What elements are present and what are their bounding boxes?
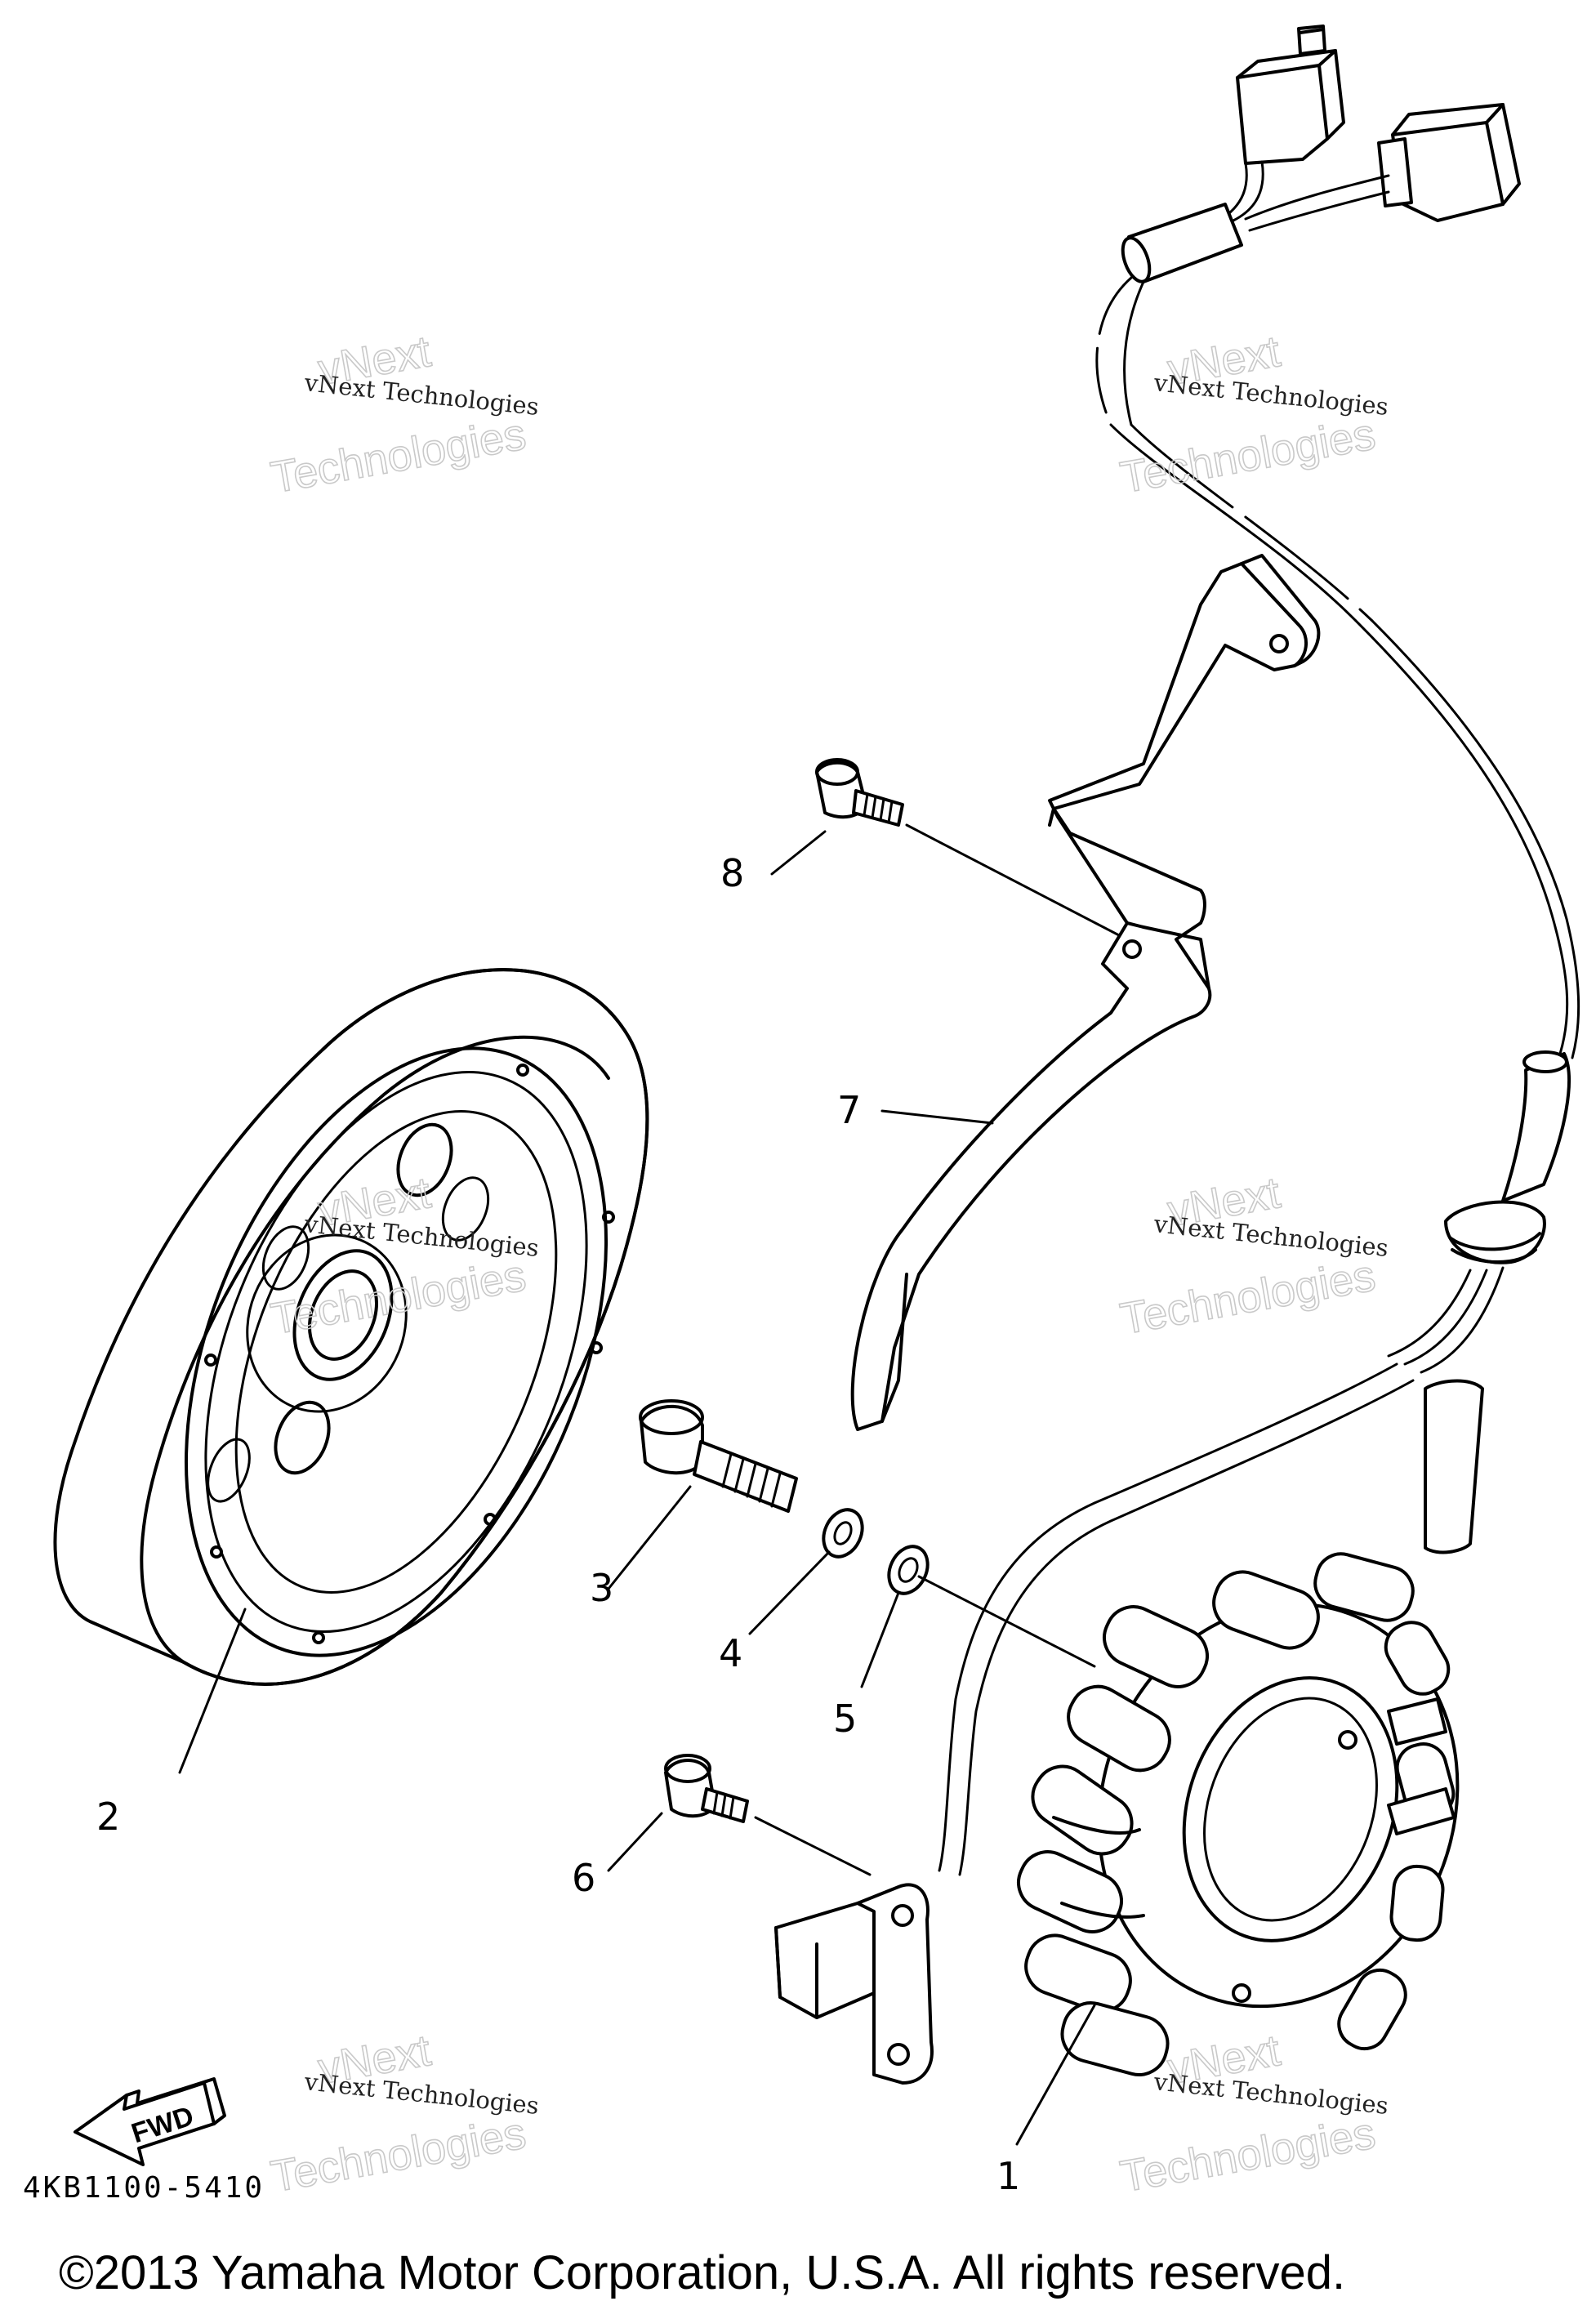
callout-1: 1 bbox=[996, 2154, 1020, 2198]
harness-connectors bbox=[938, 25, 1580, 1876]
screw-6 bbox=[664, 1754, 749, 1823]
fwd-arrow-icon: FWD bbox=[74, 2077, 226, 2166]
callout-3: 3 bbox=[590, 1566, 613, 1610]
svg-text:Technologies: Technologies bbox=[267, 409, 529, 502]
stator-assembly bbox=[1017, 1552, 1460, 2076]
washer-5 bbox=[887, 1545, 930, 1595]
leader-lines bbox=[178, 823, 1121, 2146]
callout-5: 5 bbox=[833, 1697, 857, 1741]
svg-text:Technologies: Technologies bbox=[1117, 409, 1379, 502]
screw-3 bbox=[639, 1399, 798, 1513]
callout-labels: 1 2 3 4 5 6 7 8 bbox=[96, 851, 1020, 2198]
screw-8 bbox=[815, 758, 904, 827]
callout-4: 4 bbox=[719, 1631, 742, 1675]
washer-4 bbox=[822, 1508, 864, 1559]
svg-text:Technologies: Technologies bbox=[267, 2108, 529, 2201]
flywheel-rotor bbox=[53, 968, 649, 1686]
lead-wire-bracket bbox=[850, 554, 1321, 1431]
callout-7: 7 bbox=[837, 1088, 861, 1132]
copyright-notice: ©2013 Yamaha Motor Corporation, U.S.A. A… bbox=[59, 2246, 1345, 2299]
callout-6: 6 bbox=[572, 1856, 595, 1900]
svg-text:Technologies: Technologies bbox=[1117, 1251, 1379, 1344]
svg-text:Technologies: Technologies bbox=[1117, 2108, 1379, 2201]
part-number: 4KB1100-5410 bbox=[23, 2171, 265, 2205]
pickup-coil bbox=[774, 1883, 934, 2085]
callout-2: 2 bbox=[96, 1795, 120, 1839]
callout-8: 8 bbox=[720, 851, 744, 895]
